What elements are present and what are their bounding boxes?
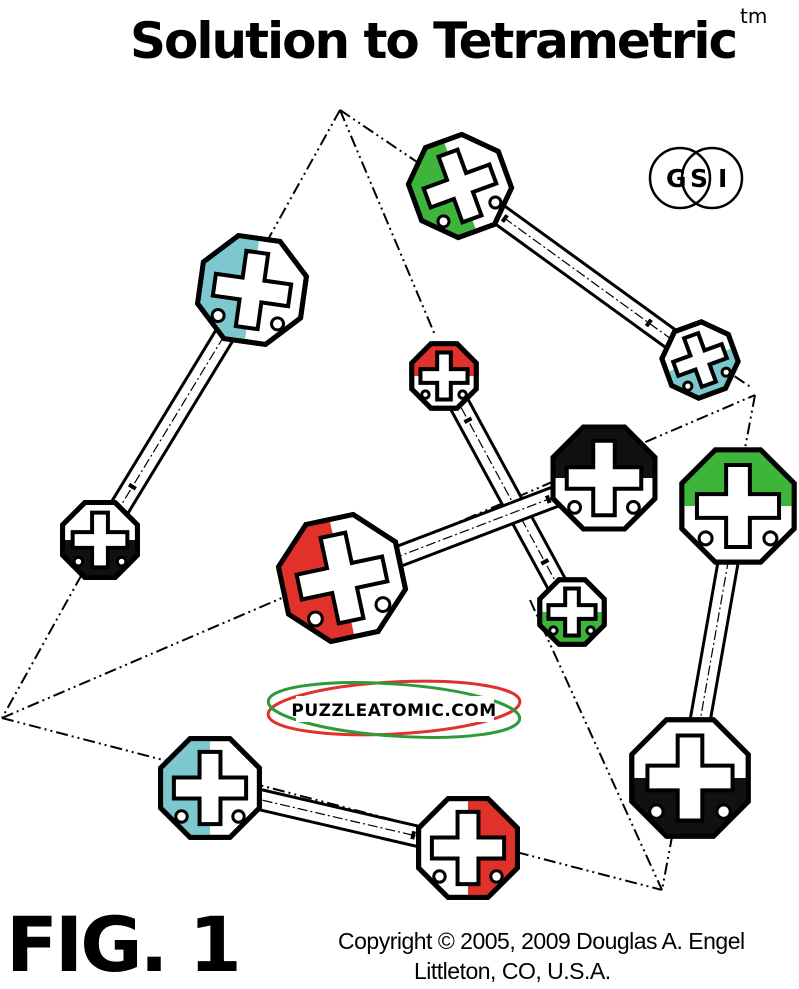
gsi-letter-s: S bbox=[690, 164, 708, 193]
red-green-piece-a-end bbox=[409, 341, 479, 411]
gsi-letter-g: G bbox=[666, 164, 687, 193]
edge-left-bottom bbox=[1, 717, 663, 891]
copyright-line: Copyright © 2005, 2009 Douglas A. Engel bbox=[338, 928, 745, 954]
gsi-letter-i: I bbox=[718, 164, 727, 193]
green-black-piece-a-end bbox=[679, 447, 797, 565]
puzzleatomic-text: PUZZLEATOMIC.COM bbox=[291, 701, 496, 721]
cyan-red-piece-a-end bbox=[158, 736, 262, 840]
location-line: Littleton, CO, U.S.A. bbox=[414, 958, 611, 984]
red-green-piece-b-end bbox=[537, 577, 607, 647]
figure-label: FIG. 1 bbox=[6, 900, 242, 989]
green-cyan-piece bbox=[398, 131, 746, 406]
green-black-piece-b-end bbox=[629, 717, 751, 839]
green-black-piece bbox=[629, 447, 797, 839]
trademark-mark: tm bbox=[740, 4, 768, 28]
red-black-piece-b-end bbox=[550, 424, 658, 532]
edge-apex-center bbox=[339, 109, 436, 336]
cyan-red-piece bbox=[158, 736, 520, 900]
page-title: Solution to Tetrametric bbox=[130, 12, 738, 70]
cyan-black-piece-a-end bbox=[193, 231, 310, 349]
cyan-black-piece-b-end bbox=[60, 500, 140, 580]
cyan-red-piece-b-end bbox=[416, 796, 520, 900]
puzzleatomic-logo: PUZZLEATOMIC.COM bbox=[266, 679, 522, 739]
green-cyan-piece-a-end bbox=[398, 131, 515, 248]
pieces-layer bbox=[60, 131, 797, 900]
cyan-black-piece bbox=[60, 231, 310, 580]
red-green-piece bbox=[409, 341, 607, 647]
gsi-logo: G S I bbox=[648, 146, 744, 210]
red-black-piece-a-end bbox=[271, 510, 409, 649]
